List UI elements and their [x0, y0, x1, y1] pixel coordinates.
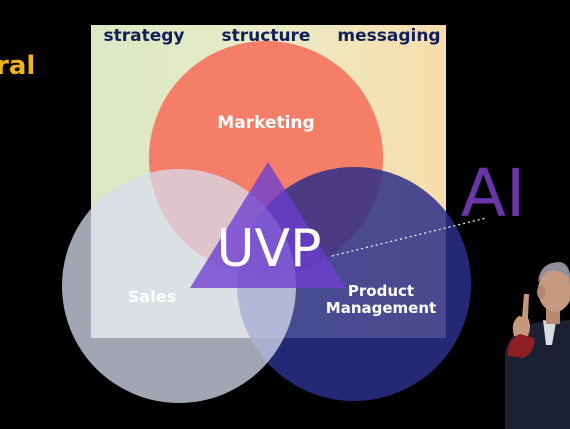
ai-label: AI — [461, 155, 526, 232]
sales-label: Sales — [128, 287, 176, 306]
corner-title-fragment: ral — [0, 51, 35, 81]
ai-connector-line — [331, 217, 487, 257]
uvp-triangle — [190, 162, 346, 288]
product-label-line1: Product — [348, 282, 414, 300]
label-messaging: messaging — [337, 26, 440, 46]
product-label-line2: Management — [326, 299, 436, 317]
uvp-label: UVP — [217, 219, 322, 279]
marketing-label: Marketing — [217, 113, 314, 133]
label-strategy: strategy — [103, 26, 184, 46]
label-structure: structure — [222, 26, 311, 46]
presenter-photo — [505, 262, 570, 429]
